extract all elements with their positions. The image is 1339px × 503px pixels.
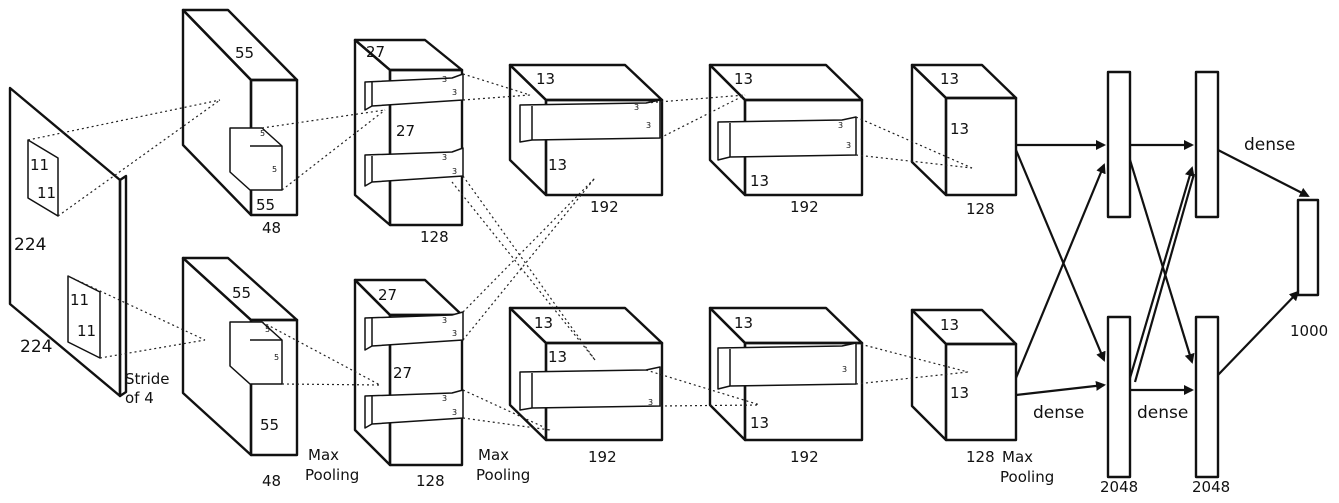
input-kernel-label-d: 11 xyxy=(77,322,96,340)
conv3-bottom-depth-label: 192 xyxy=(588,448,617,466)
input-height-label: 224 xyxy=(14,235,46,255)
conv5-top-depth-label: 128 xyxy=(966,200,995,218)
conv5-bottom-size-label: 13 xyxy=(940,316,959,334)
conv2-top-kernel-b: 3 xyxy=(452,88,457,97)
conv4-top-depth-label: 192 xyxy=(790,198,819,216)
conv2-bottom-kernel-a: 3 xyxy=(442,316,447,325)
conv3-bottom-size-label: 13 xyxy=(534,314,553,332)
dense2-width-label: 2048 xyxy=(1192,478,1230,496)
input-image xyxy=(8,86,128,398)
dense2-top-bar xyxy=(1194,70,1220,219)
conv1-bottom-size-label-b: 55 xyxy=(260,416,279,434)
conv4-bottom-size-label-b: 13 xyxy=(750,414,769,432)
dense1-bottom-bar xyxy=(1106,315,1132,479)
conv1-top-block xyxy=(181,8,299,217)
conv2-bottom-size-label: 27 xyxy=(378,286,397,304)
conv3-bottom-block xyxy=(508,306,664,442)
conv3-top-kernel-b: 3 xyxy=(646,121,651,130)
stride-label-line1: Stride xyxy=(125,370,170,388)
conv1-top-size-label: 55 xyxy=(235,44,254,62)
conv2-top-block xyxy=(353,38,464,227)
pool5-label-line1: Max xyxy=(1002,448,1033,466)
conv3-top-depth-label: 192 xyxy=(590,198,619,216)
conv4-top-kernel-a: 3 xyxy=(838,121,843,130)
conv4-top-kernel-b: 3 xyxy=(846,141,851,150)
conv2-bottom-kernel-d: 3 xyxy=(452,408,457,417)
stride-label-line2: of 4 xyxy=(125,389,154,407)
conv1-bottom-size-label: 55 xyxy=(232,284,251,302)
conv4-top-size-label-b: 13 xyxy=(750,172,769,190)
dense1-top-bar xyxy=(1106,70,1132,219)
dotted-connections xyxy=(27,73,973,431)
input-kernel-label-a: 11 xyxy=(30,156,49,174)
input-kernel-label-c: 11 xyxy=(70,291,89,309)
conv1-bottom-kernel-label-a: 5 xyxy=(265,325,270,334)
output-width-label: 1000 xyxy=(1290,322,1328,340)
output-bar xyxy=(1296,198,1320,297)
conv4-top-size-label: 13 xyxy=(734,70,753,88)
conv1-top-depth-label: 48 xyxy=(262,219,281,237)
conv2-top-kernel-a: 3 xyxy=(442,75,447,84)
pool2-label-line1: Max xyxy=(478,446,509,464)
conv3-top-block xyxy=(508,63,664,197)
conv1-bottom-kernel-label-b: 5 xyxy=(274,353,279,362)
conv4-bottom-kernel-a: 3 xyxy=(842,365,847,374)
conv3-bottom-size-label-b: 13 xyxy=(548,348,567,366)
conv4-bottom-depth-label: 192 xyxy=(790,448,819,466)
conv3-top-size-label: 13 xyxy=(536,70,555,88)
conv5-top-block xyxy=(910,63,1018,197)
conv2-top-kernel-c: 3 xyxy=(442,153,447,162)
conv5-top-size-label-b: 13 xyxy=(950,120,969,138)
conv2-bottom-kernel-c: 3 xyxy=(442,394,447,403)
dense3-label: dense xyxy=(1244,135,1295,155)
conv3-top-size-label-b: 13 xyxy=(548,156,567,174)
conv2-top-size-label-b: 27 xyxy=(396,122,415,140)
input-width-label: 224 xyxy=(20,337,52,357)
conv2-top-size-label: 27 xyxy=(366,43,385,61)
conv4-bottom-size-label: 13 xyxy=(734,314,753,332)
conv4-bottom-block xyxy=(708,306,864,442)
conv5-bottom-depth-label: 128 xyxy=(966,448,995,466)
conv2-bottom-depth-label: 128 xyxy=(416,472,445,490)
conv1-bottom-depth-label: 48 xyxy=(262,472,281,490)
conv2-top-depth-label: 128 xyxy=(420,228,449,246)
conv5-bottom-size-label-b: 13 xyxy=(950,384,969,402)
dense1-label: dense xyxy=(1033,403,1084,423)
conv1-top-kernel-label-a: 5 xyxy=(260,129,265,138)
pool2-label-line2: Pooling xyxy=(476,466,530,484)
conv2-bottom-block xyxy=(353,278,464,467)
pool1-label-line2: Pooling xyxy=(305,466,359,484)
conv1-top-kernel-label-b: 5 xyxy=(272,165,277,174)
conv2-bottom-kernel-b: 3 xyxy=(452,329,457,338)
dense2-label: dense xyxy=(1137,403,1188,423)
conv3-bottom-kernel-a: 3 xyxy=(648,398,653,407)
conv2-bottom-size-label-b: 27 xyxy=(393,364,412,382)
conv1-bottom-block xyxy=(181,256,299,457)
conv3-top-kernel-a: 3 xyxy=(634,103,639,112)
dense1-width-label: 2048 xyxy=(1100,478,1138,496)
conv2-top-kernel-d: 3 xyxy=(452,167,457,176)
dense-arrows xyxy=(1014,140,1310,397)
conv5-top-size-label: 13 xyxy=(940,70,959,88)
pool1-label-line1: Max xyxy=(308,446,339,464)
conv4-top-block xyxy=(708,63,864,197)
pool5-label-line2: Pooling xyxy=(1000,468,1054,486)
conv1-top-size-label-b: 55 xyxy=(256,196,275,214)
conv5-bottom-block xyxy=(910,308,1018,442)
input-kernel-label-b: 11 xyxy=(37,184,56,202)
dense2-bottom-bar xyxy=(1194,315,1220,479)
